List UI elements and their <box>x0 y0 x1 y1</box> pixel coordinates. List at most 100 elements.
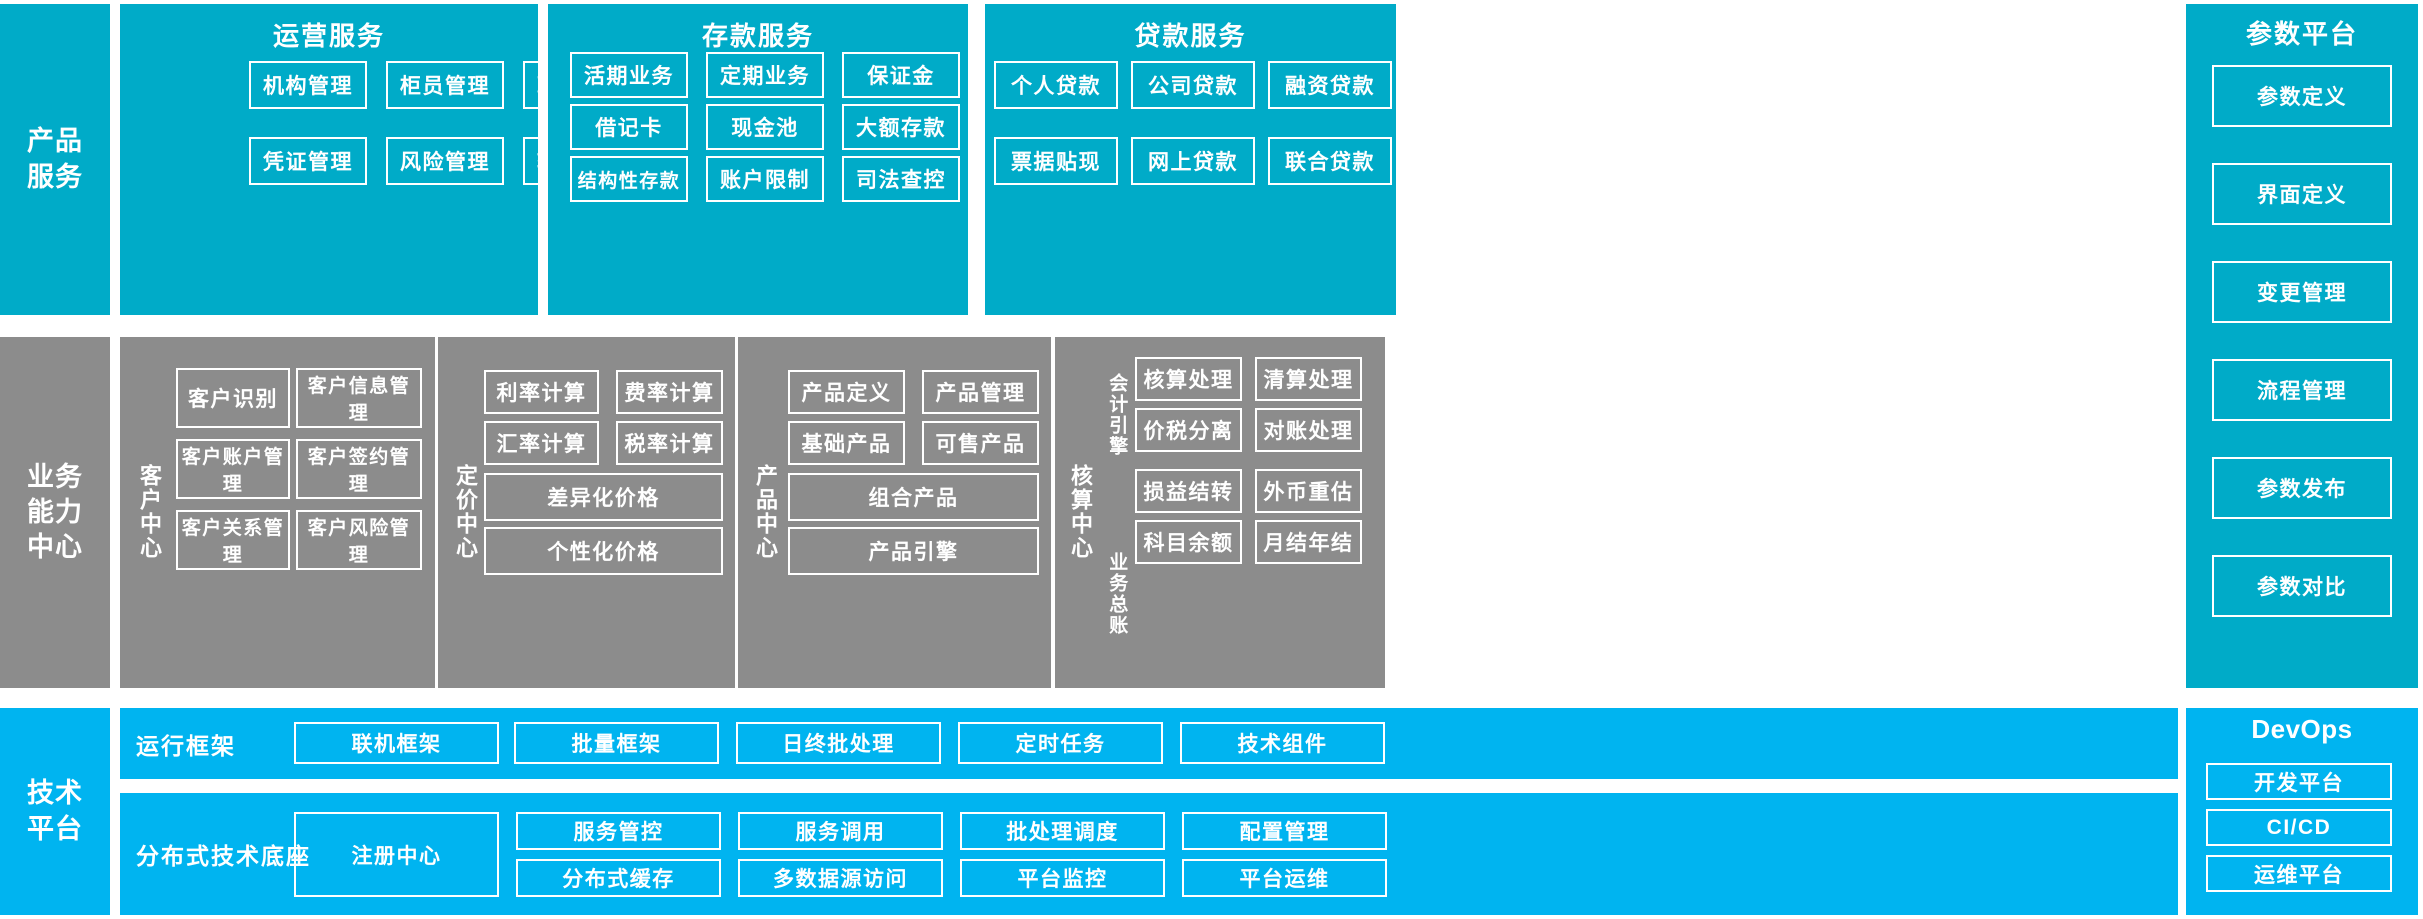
band-label-line: 产品 <box>27 126 83 157</box>
row-runtime-framework: 运行框架 联机框架 批量框架 日终批处理 定时任务 技术组件 <box>120 708 2178 779</box>
chip-product-1[interactable]: 产品管理 <box>922 370 1039 414</box>
chip-parameter-0[interactable]: 参数定义 <box>2212 65 2392 127</box>
chip-accounting-1[interactable]: 清算处理 <box>1255 357 1362 401</box>
band-label-line: 能力 <box>27 496 83 527</box>
band-label-line: 技术 <box>27 778 83 809</box>
chip-foundation-r2-0[interactable]: 分布式缓存 <box>516 859 721 897</box>
chip-loan-4[interactable]: 网上贷款 <box>1131 137 1255 185</box>
row-distributed-foundation: 分布式技术底座 注册中心 服务管控 服务调用 批处理调度 配置管理 分布式缓存 … <box>120 793 2178 915</box>
chip-parameter-2[interactable]: 变更管理 <box>2212 261 2392 323</box>
panel-title-deposit-service: 存款服务 <box>701 21 814 51</box>
chip-registry-center[interactable]: 注册中心 <box>294 812 499 897</box>
chip-product-3[interactable]: 可售产品 <box>922 421 1039 465</box>
chip-customer-5[interactable]: 客户风险管理 <box>296 510 422 570</box>
band-label-product-service: 产品 服务 <box>0 4 110 315</box>
panel-title-operation-service: 运营服务 <box>272 21 385 51</box>
chip-product-wide-0[interactable]: 组合产品 <box>788 473 1039 521</box>
panel-product-center: 产品中心 产品定义 产品管理 基础产品 可售产品 组合产品 产品引擎 <box>738 337 1051 688</box>
chip-foundation-r2-3[interactable]: 平台运维 <box>1182 859 1387 897</box>
chip-foundation-r1-0[interactable]: 服务管控 <box>516 812 721 850</box>
chip-loan-5[interactable]: 联合贷款 <box>1268 137 1392 185</box>
chip-operation-1[interactable]: 柜员管理 <box>386 61 504 109</box>
chip-pricing-wide-0[interactable]: 差异化价格 <box>484 473 723 521</box>
side-label-product-center: 产品中心 <box>752 464 778 560</box>
chip-loan-1[interactable]: 公司贷款 <box>1131 61 1255 109</box>
band-label-technology-platform: 技术 平台 <box>0 708 110 915</box>
chip-customer-0[interactable]: 客户识别 <box>176 368 290 428</box>
chip-runtime-3[interactable]: 定时任务 <box>958 722 1163 764</box>
chip-runtime-4[interactable]: 技术组件 <box>1180 722 1385 764</box>
band-label-line: 业务 <box>27 461 83 492</box>
row-label-distributed-foundation: 分布式技术底座 <box>136 843 311 869</box>
chip-product-0[interactable]: 产品定义 <box>788 370 905 414</box>
chip-deposit-0[interactable]: 活期业务 <box>570 52 688 98</box>
panel-devops: DevOps 开发平台 CI/CD 运维平台 <box>2186 708 2418 915</box>
chip-pricing-wide-1[interactable]: 个性化价格 <box>484 527 723 575</box>
chip-runtime-2[interactable]: 日终批处理 <box>736 722 941 764</box>
chip-runtime-1[interactable]: 批量框架 <box>514 722 719 764</box>
panel-pricing-center: 定价中心 利率计算 费率计算 汇率计算 税率计算 差异化价格 个性化价格 <box>438 337 735 688</box>
sub-label-business-ledger: 业务总账 <box>1106 552 1128 636</box>
chip-deposit-7[interactable]: 账户限制 <box>706 156 824 202</box>
chip-customer-1[interactable]: 客户信息管理 <box>296 368 422 428</box>
chip-deposit-6[interactable]: 结构性存款 <box>570 156 688 202</box>
band-label-line: 中心 <box>27 532 83 563</box>
chip-pricing-2[interactable]: 汇率计算 <box>484 421 599 465</box>
chip-operation-4[interactable]: 风险管理 <box>386 137 504 185</box>
panel-accounting-center: 核算中心 会计引擎 业务总账 核算处理 清算处理 价税分离 对账处理 损益结转 … <box>1055 337 1385 688</box>
band-label-business-capability: 业务 能力 中心 <box>0 337 110 688</box>
chip-parameter-4[interactable]: 参数发布 <box>2212 457 2392 519</box>
panel-deposit-service: 存款服务 活期业务 定期业务 保证金 借记卡 现金池 大额存款 结构性存款 账户… <box>548 4 968 315</box>
chip-accounting-7[interactable]: 月结年结 <box>1255 520 1362 564</box>
chip-parameter-3[interactable]: 流程管理 <box>2212 359 2392 421</box>
chip-parameter-5[interactable]: 参数对比 <box>2212 555 2392 617</box>
chip-foundation-r1-1[interactable]: 服务调用 <box>738 812 943 850</box>
side-label-accounting-center: 核算中心 <box>1067 464 1093 560</box>
chip-deposit-8[interactable]: 司法查控 <box>842 156 960 202</box>
chip-devops-1[interactable]: CI/CD <box>2206 809 2392 846</box>
sub-label-accounting-engine: 会计引擎 <box>1106 373 1128 457</box>
chip-foundation-r1-3[interactable]: 配置管理 <box>1182 812 1387 850</box>
band-label-line: 服务 <box>27 161 83 192</box>
chip-parameter-1[interactable]: 界面定义 <box>2212 163 2392 225</box>
chip-loan-3[interactable]: 票据贴现 <box>994 137 1118 185</box>
side-label-pricing-center: 定价中心 <box>452 464 478 560</box>
chip-accounting-3[interactable]: 对账处理 <box>1255 408 1362 452</box>
chip-pricing-1[interactable]: 费率计算 <box>616 370 723 414</box>
chip-customer-2[interactable]: 客户账户管理 <box>176 439 290 499</box>
panel-parameter-platform: 参数平台 参数定义 界面定义 变更管理 流程管理 参数发布 参数对比 <box>2186 4 2418 688</box>
chip-devops-0[interactable]: 开发平台 <box>2206 763 2392 800</box>
panel-title-devops: DevOps <box>2251 714 2353 744</box>
chip-accounting-4[interactable]: 损益结转 <box>1135 469 1242 513</box>
band-label-line: 平台 <box>27 813 83 844</box>
chip-loan-0[interactable]: 个人贷款 <box>994 61 1118 109</box>
chip-operation-3[interactable]: 凭证管理 <box>249 137 367 185</box>
chip-accounting-2[interactable]: 价税分离 <box>1135 408 1242 452</box>
chip-foundation-r2-1[interactable]: 多数据源访问 <box>738 859 943 897</box>
chip-product-2[interactable]: 基础产品 <box>788 421 905 465</box>
chip-operation-0[interactable]: 机构管理 <box>249 61 367 109</box>
chip-devops-2[interactable]: 运维平台 <box>2206 855 2392 892</box>
chip-deposit-4[interactable]: 现金池 <box>706 104 824 150</box>
chip-deposit-1[interactable]: 定期业务 <box>706 52 824 98</box>
chip-loan-2[interactable]: 融资贷款 <box>1268 61 1392 109</box>
panel-title-loan-service: 贷款服务 <box>1134 21 1247 51</box>
chip-pricing-0[interactable]: 利率计算 <box>484 370 599 414</box>
chip-runtime-0[interactable]: 联机框架 <box>294 722 499 764</box>
side-label-customer-center: 客户中心 <box>136 464 162 560</box>
chip-deposit-3[interactable]: 借记卡 <box>570 104 688 150</box>
chip-deposit-2[interactable]: 保证金 <box>842 52 960 98</box>
chip-accounting-5[interactable]: 外币重估 <box>1255 469 1362 513</box>
chip-product-wide-1[interactable]: 产品引擎 <box>788 527 1039 575</box>
chip-pricing-3[interactable]: 税率计算 <box>616 421 723 465</box>
chip-foundation-r2-2[interactable]: 平台监控 <box>960 859 1165 897</box>
chip-customer-3[interactable]: 客户签约管理 <box>296 439 422 499</box>
chip-deposit-5[interactable]: 大额存款 <box>842 104 960 150</box>
panel-title-parameter-platform: 参数平台 <box>2245 19 2358 49</box>
row-label-runtime-framework: 运行框架 <box>136 732 236 759</box>
chip-customer-4[interactable]: 客户关系管理 <box>176 510 290 570</box>
chip-accounting-0[interactable]: 核算处理 <box>1135 357 1242 401</box>
chip-accounting-6[interactable]: 科目余额 <box>1135 520 1242 564</box>
chip-foundation-r1-2[interactable]: 批处理调度 <box>960 812 1165 850</box>
